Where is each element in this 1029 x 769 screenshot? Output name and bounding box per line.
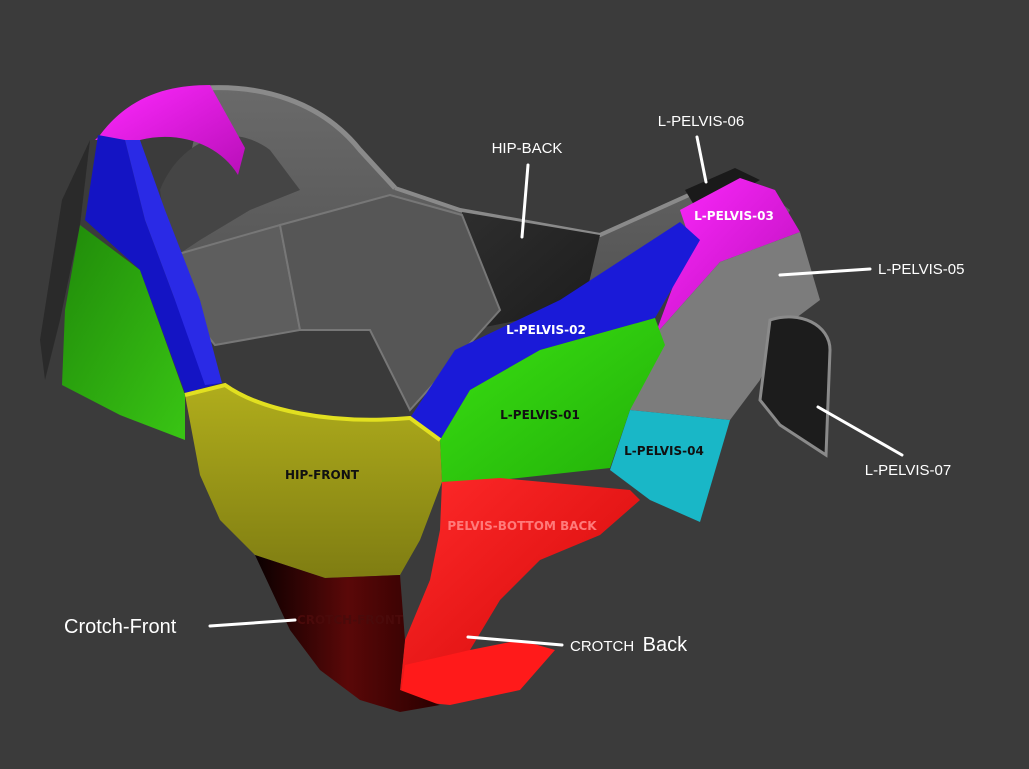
- crotch-back-callout-large: Back: [643, 634, 688, 656]
- hip-back-callout: HIP-BACK: [492, 140, 563, 157]
- side-magenta-piece: [95, 85, 245, 175]
- l-pelvis-02-label: L-PELVIS-02: [506, 323, 586, 337]
- pelvis-bottom-back-piece: [400, 478, 640, 700]
- crotch-front-piece-label: CROTCH-FRONT: [297, 613, 404, 627]
- l-pelvis-04-label: L-PELVIS-04: [624, 444, 704, 458]
- l-pelvis-05-piece: [630, 232, 820, 420]
- crotch-back-callout: CROTCH Back: [570, 634, 688, 656]
- l-pelvis-07-leader: [816, 405, 904, 457]
- l-pelvis-04-piece: [610, 410, 730, 522]
- side-outer-panel: [40, 140, 90, 380]
- hip-front-top-edge: [184, 382, 442, 442]
- l-pelvis-05-callout: L-PELVIS-05: [878, 261, 964, 278]
- l-pelvis-06-leader: [695, 135, 708, 184]
- crotch-front-piece: [255, 555, 440, 712]
- l-pelvis-01-piece: [440, 318, 665, 482]
- crotch-back-band: [400, 640, 555, 705]
- upper-opening: [160, 135, 300, 260]
- l-pelvis-02-piece: [410, 222, 700, 440]
- l-pelvis-05-leader: [778, 267, 872, 277]
- hip-front-label: HIP-FRONT: [285, 468, 360, 482]
- l-pelvis-01-label: L-PELVIS-01: [500, 408, 580, 422]
- l-pelvis-07-piece: [758, 315, 832, 458]
- side-green-piece: [62, 225, 185, 440]
- hip-back-leader: [520, 163, 530, 239]
- l-pelvis-06-callout: L-PELVIS-06: [658, 113, 744, 130]
- l-pelvis-03-piece: [655, 178, 800, 335]
- hip-front-piece: [185, 385, 442, 578]
- crotch-back-callout-small: CROTCH: [570, 638, 634, 655]
- crotch-front-callout: Crotch-Front: [64, 616, 177, 638]
- l-pelvis-03-label: L-PELVIS-03: [694, 209, 774, 223]
- crotch-back-leader: [466, 635, 564, 647]
- l-pelvis-07-callout: L-PELVIS-07: [865, 462, 951, 479]
- crotch-front-leader: [208, 618, 297, 628]
- side-blue-strip-highlight: [125, 140, 222, 385]
- pelvis-bottom-back-label: PELVIS-BOTTOM BACK: [447, 519, 597, 533]
